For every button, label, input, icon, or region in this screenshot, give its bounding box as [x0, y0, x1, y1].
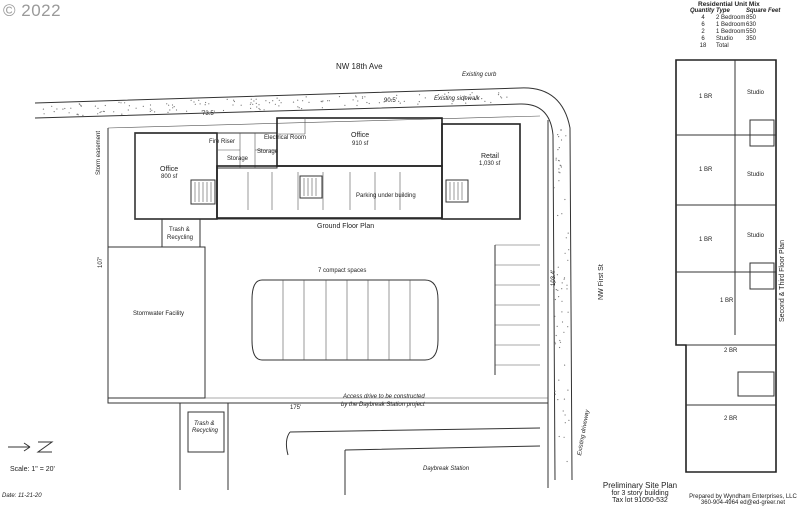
office-left-outline	[134, 132, 218, 220]
existing-curb-line	[34, 87, 573, 481]
north-arrow	[8, 441, 54, 453]
retail-outline	[441, 123, 521, 220]
parking-under-building-outline	[216, 165, 443, 219]
upper-stair-3	[737, 371, 775, 397]
daybreak-area	[179, 403, 541, 495]
office-mid-outline	[276, 117, 443, 167]
upper-stair-2	[749, 262, 775, 290]
ground-floor-building	[134, 117, 521, 220]
upper-stair-1	[749, 119, 775, 147]
sidewalk-inner-line	[34, 103, 556, 481]
right-parking-stalls	[495, 244, 540, 366]
sidewalk-stipple	[42, 92, 570, 463]
stair-middle	[299, 175, 323, 199]
utility-core	[216, 132, 278, 169]
trash-enclosure-1	[161, 218, 201, 248]
upper-floor-plan	[675, 59, 777, 473]
trash-enclosure-2	[187, 411, 225, 453]
site-boundary-line	[107, 128, 548, 404]
stormwater-facility-outline	[108, 246, 206, 399]
stair-retail	[445, 179, 469, 203]
north-arrow-icon	[8, 442, 31, 452]
upper-floor-outline	[675, 59, 777, 473]
parking-island	[251, 279, 439, 361]
property-line-top	[107, 115, 541, 129]
watermark: © 2022	[3, 1, 62, 20]
site-boundary	[107, 128, 548, 404]
stair-left	[190, 179, 216, 205]
curb-and-sidewalk	[34, 87, 573, 488]
